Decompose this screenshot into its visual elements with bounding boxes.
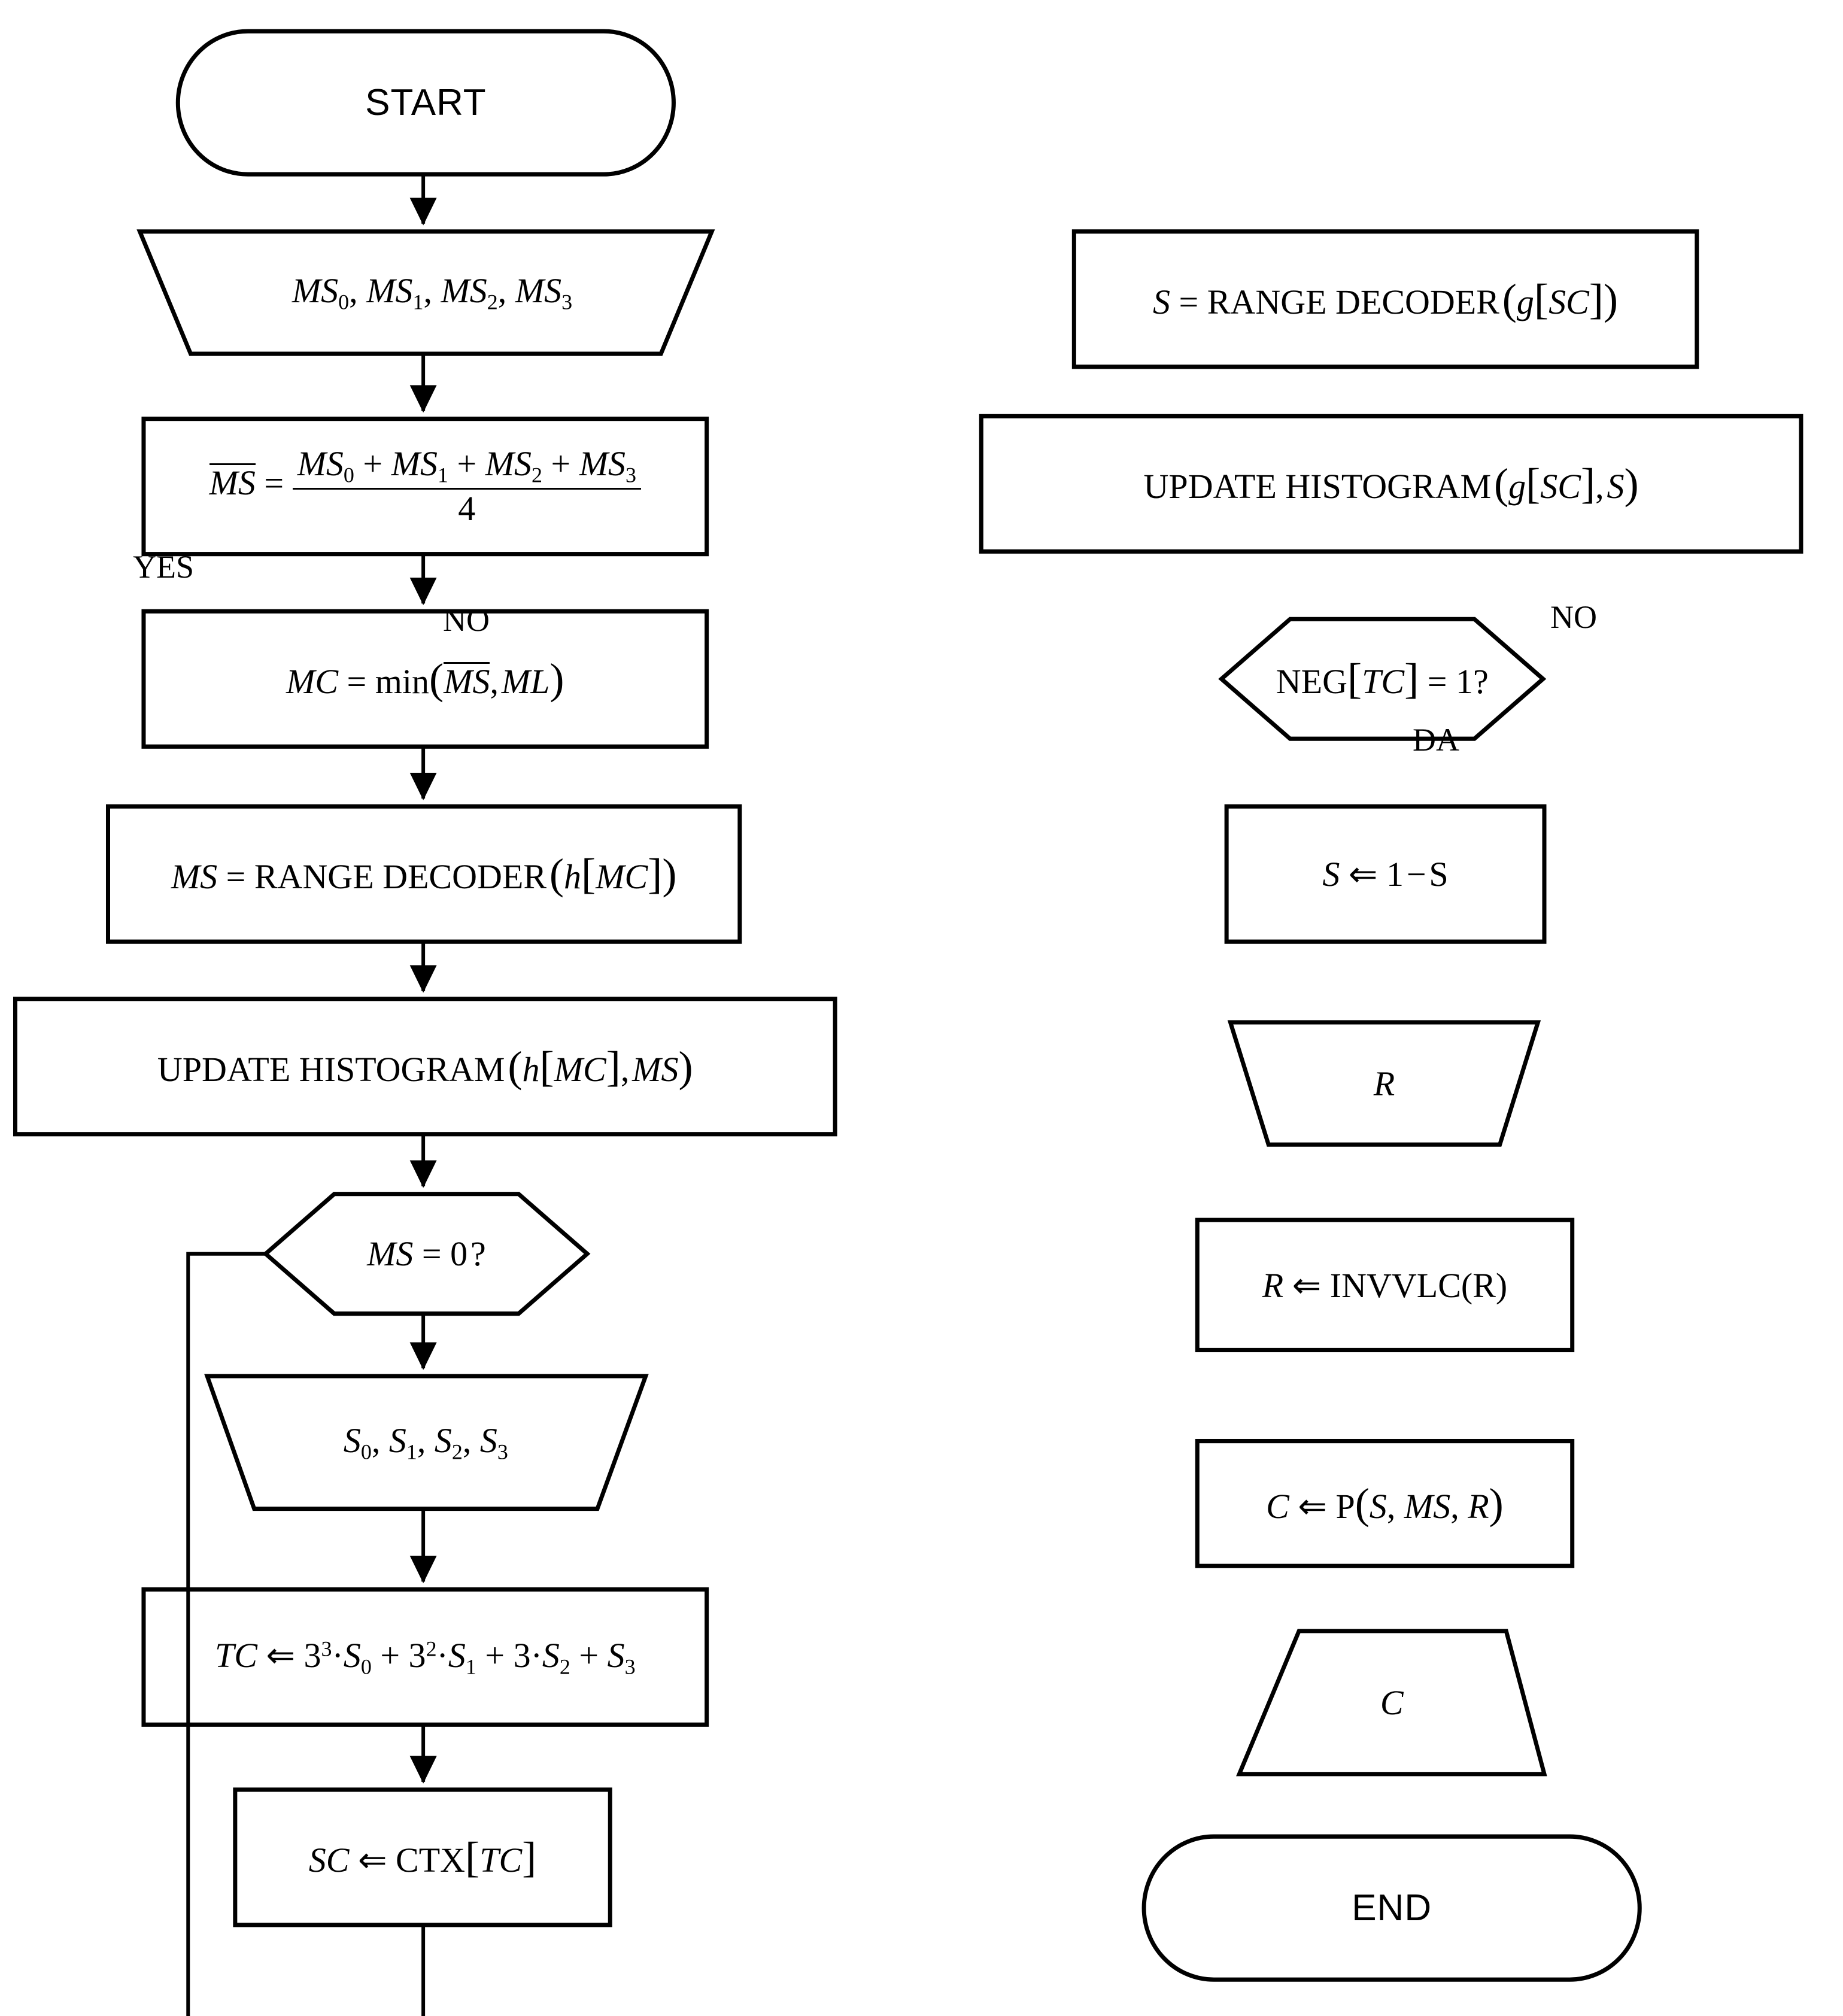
ms-range-decoder-shape	[105, 804, 742, 944]
neg-tc-decision-shape	[1218, 617, 1547, 741]
mean-ms-shape	[141, 417, 709, 557]
input-s-shape	[204, 1374, 649, 1511]
ms-zero-decision-shape	[262, 1192, 591, 1316]
input-r-shape	[1227, 1020, 1541, 1147]
s-flip-shape	[1224, 804, 1547, 944]
c-assign-shape	[1195, 1438, 1575, 1568]
end-shape	[1141, 1834, 1642, 1982]
s-range-decoder-shape	[1071, 229, 1699, 369]
edge-ms-zero-yes-branch	[186, 1252, 266, 2016]
tc-assign-shape	[141, 1587, 709, 1727]
mc-min-shape	[141, 609, 709, 749]
input-ms-shape	[136, 229, 715, 356]
edge-label-neg-tc-no: NO	[1550, 599, 1597, 635]
output-c-shape	[1236, 1629, 1547, 1777]
edge-label-ms-zero-yes: YES	[133, 549, 195, 585]
update-hist-h-shape	[13, 997, 837, 1137]
start-shape	[175, 29, 676, 177]
r-invvlc-shape	[1195, 1218, 1575, 1353]
edge-sc-to-s-range-decoder	[421, 1924, 426, 2016]
edge-label-ms-zero-no: NO	[443, 602, 490, 638]
edge-label-neg-tc-da: DA	[1413, 722, 1459, 758]
sc-assign-shape	[233, 1787, 612, 1927]
update-hist-g-shape	[979, 414, 1803, 554]
